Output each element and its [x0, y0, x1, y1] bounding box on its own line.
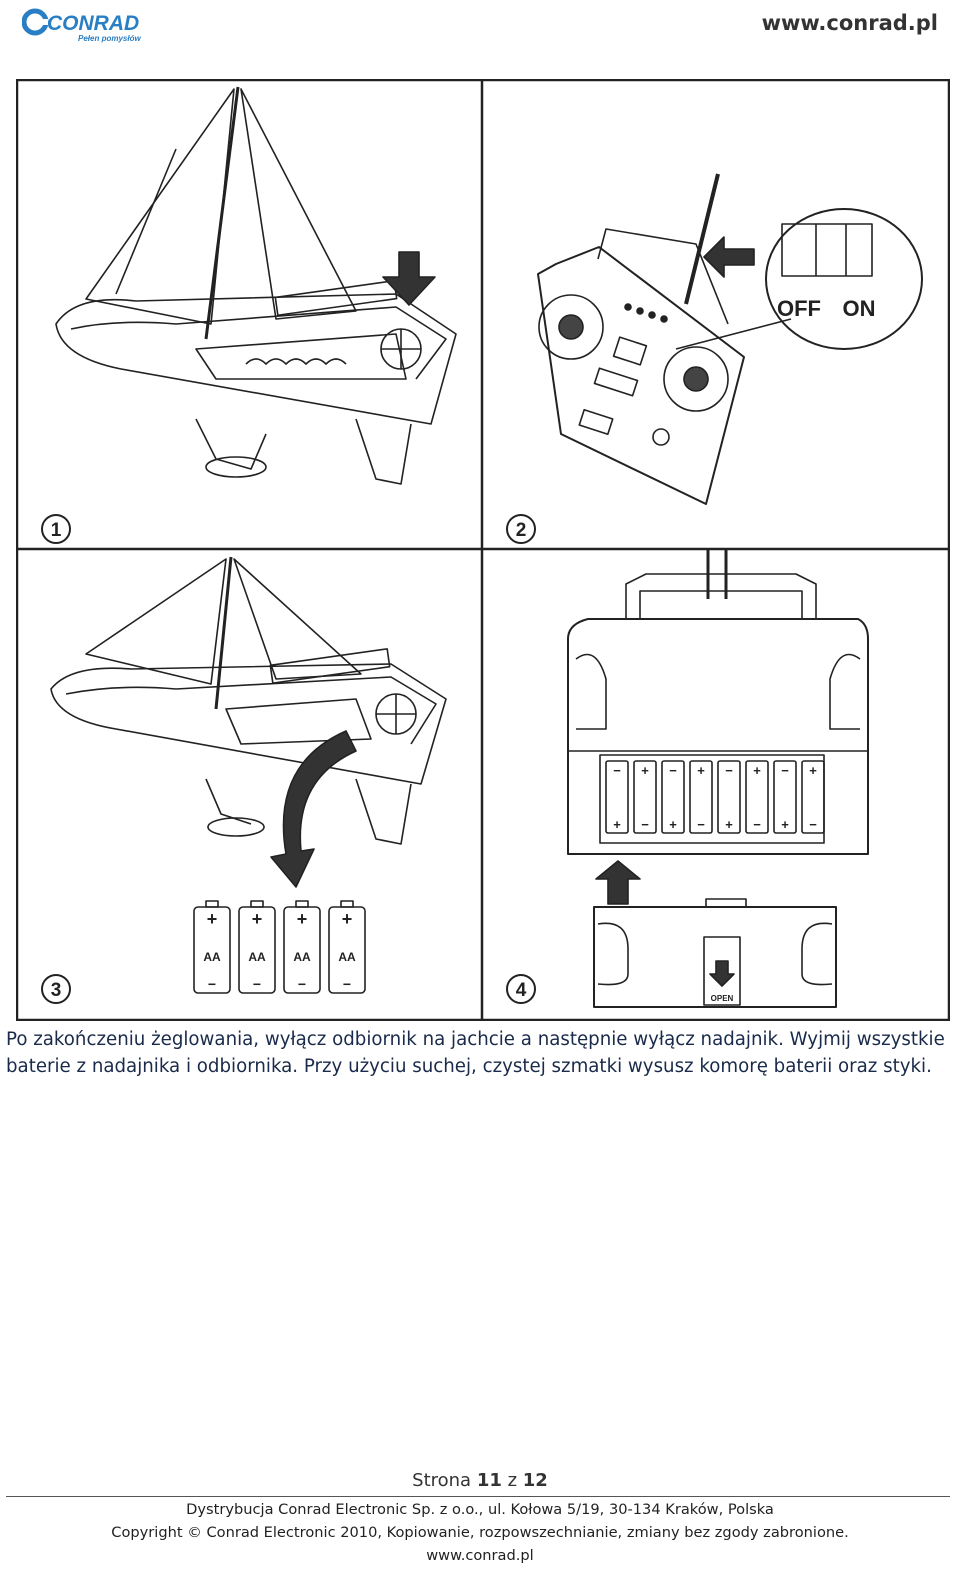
panel-number-4: 4: [516, 980, 527, 1001]
footer-distribution: Dystrybucja Conrad Electronic Sp. z o.o.…: [186, 1501, 774, 1518]
page-prefix: Strona: [412, 1470, 477, 1491]
slot-8-top-plus: +: [809, 763, 817, 778]
panel-number-1: 1: [51, 520, 62, 541]
battery-minus-1: −: [208, 976, 216, 992]
header-url[interactable]: www.conrad.pl: [761, 11, 938, 35]
battery-label-1: AA: [203, 950, 221, 964]
battery-minus-4: −: [343, 976, 351, 992]
cover-open-label: OPEN: [711, 994, 734, 1003]
svg-text:Pełen pomysłów: Pełen pomysłów: [78, 34, 141, 43]
slot-4-bottom-minus: −: [697, 817, 705, 832]
page-total: 12: [522, 1470, 548, 1491]
battery-label-2: AA: [248, 950, 266, 964]
svg-text:CONRAD: CONRAD: [47, 12, 139, 35]
slot-7-bottom-plus: +: [781, 817, 789, 832]
arrow-down-icon: [382, 251, 436, 306]
slot-4-top-plus: +: [697, 763, 705, 778]
curved-arrow-icon: [270, 730, 357, 888]
panel-3-yacht: [50, 556, 447, 845]
panel-number-circle-3: [41, 974, 71, 1004]
slot-6-top-plus: +: [753, 763, 761, 778]
switch-label-on: ON: [843, 296, 876, 321]
arrow-up-icon: [595, 860, 641, 905]
slot-2-top-plus: +: [641, 763, 649, 778]
slot-5-top-minus: −: [725, 763, 733, 778]
panel-4-transmitter: [567, 549, 869, 1008]
footer-copyright: Copyright © Conrad Electronic 2010, Kopi…: [111, 1524, 849, 1541]
slot-6-bottom-minus: −: [753, 817, 761, 832]
panel-number-circle-1: [41, 514, 71, 544]
slot-3-bottom-plus: +: [669, 817, 677, 832]
battery-plus-1: +: [207, 909, 218, 929]
battery-label-4: AA: [338, 950, 356, 964]
footer-divider: [6, 1496, 950, 1497]
battery-minus-3: −: [298, 976, 306, 992]
page-number: Strona 11 z 12: [0, 1470, 960, 1491]
battery-plus-2: +: [252, 909, 263, 929]
panel-number-circle-4: [506, 974, 536, 1004]
slot-5-bottom-plus: +: [725, 817, 733, 832]
arrow-down-icon-cover: [709, 960, 735, 987]
slot-7-top-minus: −: [781, 763, 789, 778]
panel-number-2: 2: [516, 520, 527, 541]
slot-2-bottom-minus: −: [641, 817, 649, 832]
instruction-paragraph: Po zakończeniu żeglowania, wyłącz odbior…: [6, 1029, 945, 1077]
page-current: 11: [476, 1470, 502, 1491]
arrow-left-icon: [703, 236, 755, 278]
page-separator: z: [501, 1470, 523, 1491]
panel-2-transmitter: [537, 173, 923, 505]
conrad-logo: CONRAD Pełen pomysłów: [22, 8, 141, 43]
slot-1-bottom-plus: +: [613, 817, 621, 832]
panel-number-circle-2: [506, 514, 536, 544]
battery-minus-2: −: [253, 976, 261, 992]
battery-label-3: AA: [293, 950, 311, 964]
footer-url[interactable]: www.conrad.pl: [426, 1547, 534, 1564]
battery-plus-4: +: [342, 909, 353, 929]
panel-number-3: 3: [51, 980, 62, 1001]
battery-plus-3: +: [297, 909, 308, 929]
slot-3-top-minus: −: [669, 763, 677, 778]
slot-8-bottom-minus: −: [809, 817, 817, 832]
slot-1-top-minus: −: [613, 763, 621, 778]
switch-label-off: OFF: [777, 296, 821, 321]
aa-batteries-panel-3: [193, 900, 366, 994]
instruction-figure: 1 2 3 4 OFF ON + AA − + AA − + AA − + AA…: [16, 79, 950, 1021]
